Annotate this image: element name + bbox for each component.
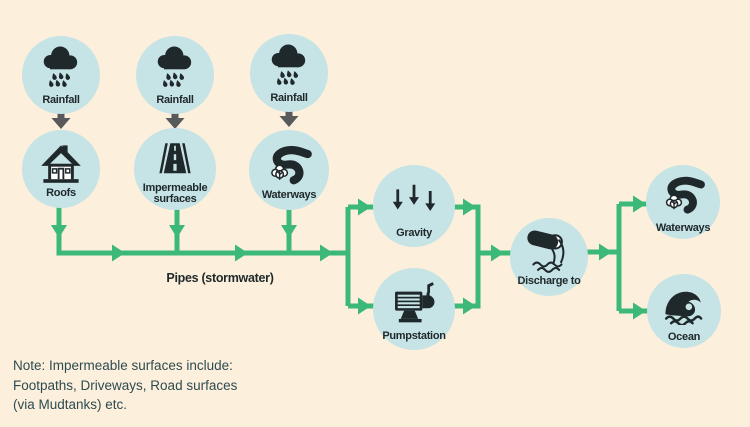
node-gravity: Gravity	[373, 165, 455, 247]
pump-icon	[390, 281, 439, 325]
road-icon	[155, 138, 195, 176]
outfall-pipe-icon	[524, 230, 574, 274]
node-label: Pumpstation	[382, 330, 446, 342]
footnote-line-3: (via Mudtanks) etc.	[13, 397, 128, 412]
rain-cloud-icon	[152, 43, 199, 89]
node-rainfall-2: Rainfall	[136, 36, 214, 114]
node-label: Rainfall	[270, 92, 308, 104]
down-arrow-icon	[51, 112, 71, 129]
node-label: Waterways	[261, 189, 317, 201]
node-waterways-source: Waterways	[249, 130, 329, 210]
node-waterways-outlet: Waterways	[646, 165, 720, 239]
house-icon	[38, 141, 85, 185]
node-label: Rainfall	[156, 94, 194, 106]
node-label: Impermeable surfaces	[142, 182, 208, 205]
node-impermeable-surfaces: Impermeable surfaces	[134, 128, 216, 210]
river-tree-icon	[264, 143, 314, 187]
rain-cloud-icon	[38, 43, 85, 89]
node-rainfall-1: Rainfall	[22, 36, 100, 114]
node-label: Roofs	[46, 187, 76, 199]
node-label: Rainfall	[42, 94, 80, 106]
node-label: Discharge to	[517, 275, 581, 287]
node-ocean: Ocean	[647, 274, 721, 348]
node-label: Gravity	[396, 227, 432, 239]
gray-down-arrows	[51, 110, 299, 129]
pipe-arrowheads	[51, 195, 646, 320]
node-label: Waterways	[655, 222, 711, 234]
node-rainfall-3: Rainfall	[250, 34, 328, 112]
node-discharge-to: Discharge to	[510, 218, 588, 296]
pipes-stormwater-label: Pipes (stormwater)	[166, 271, 274, 285]
down-arrow-icon	[279, 110, 299, 127]
down-arrow-icon	[165, 112, 185, 129]
wave-icon	[661, 285, 707, 325]
node-pumpstation: Pumpstation	[373, 268, 455, 350]
river-tree-icon	[659, 174, 707, 216]
footnote: Note: Impermeable surfaces include: Foot…	[13, 356, 237, 415]
node-label: Ocean	[667, 331, 701, 343]
down-arrows-icon	[389, 184, 439, 218]
node-roofs: Roofs	[22, 130, 100, 208]
footnote-line-1: Note: Impermeable surfaces include:	[13, 358, 233, 373]
rain-cloud-icon	[266, 41, 313, 87]
footnote-line-2: Footpaths, Driveways, Road surfaces	[13, 377, 238, 393]
